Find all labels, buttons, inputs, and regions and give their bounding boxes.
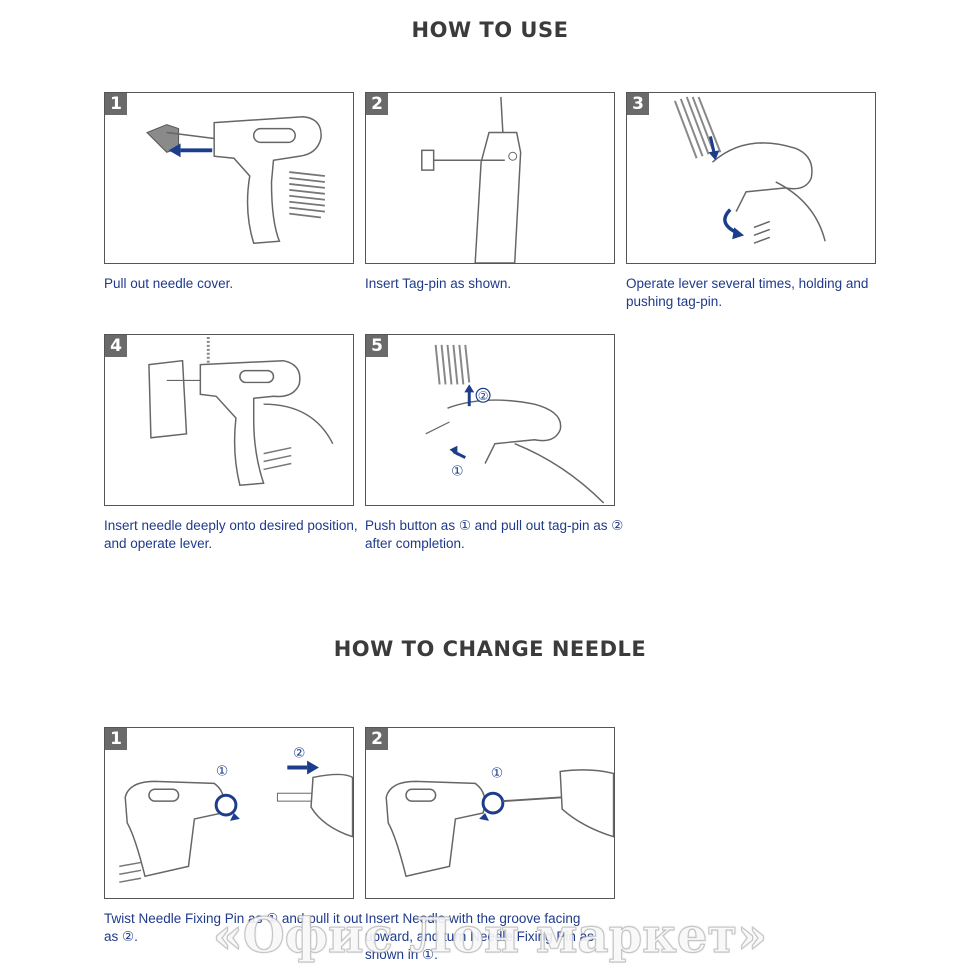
step-number-badge: 1 bbox=[105, 93, 127, 115]
change-step-1-caption: Twist Needle Fixing Pin as ① and pull it… bbox=[104, 911, 363, 944]
use-step-3-illustration: 3 bbox=[626, 92, 876, 264]
use-step-1-caption: Pull out needle cover. bbox=[104, 276, 234, 291]
use-step-2-caption: Insert Tag-pin as shown. bbox=[365, 276, 512, 291]
change-needle-title: HOW TO CHANGE NEEDLE bbox=[333, 637, 647, 661]
push-button-pull-pin-drawing: ② ① bbox=[425, 344, 605, 504]
insert-tag-pin-drawing bbox=[421, 96, 522, 263]
step-number-badge: 5 bbox=[366, 335, 388, 357]
change-step-2-illustration: 2 ① bbox=[365, 727, 615, 899]
twist-fixing-pin-drawing: ① ② bbox=[119, 746, 353, 883]
step-number-badge: 1 bbox=[105, 728, 127, 750]
use-step-5-caption: Push button as ① and pull out tag-pin as… bbox=[365, 518, 624, 551]
mark-two: ② bbox=[478, 389, 489, 403]
change-step-2-caption: Insert Needle with the groove facing upw… bbox=[365, 911, 594, 962]
use-step-4-caption: Insert needle deeply onto desired positi… bbox=[104, 518, 358, 551]
use-step-5-illustration: 5 ② ① bbox=[365, 334, 615, 506]
step-number-badge: 3 bbox=[627, 93, 649, 115]
use-step-1-illustration: 1 bbox=[104, 92, 354, 264]
insert-needle-garment-drawing bbox=[148, 336, 334, 487]
use-step-4-illustration: 4 bbox=[104, 334, 354, 506]
step-number-badge: 4 bbox=[105, 335, 127, 357]
change-step-1-illustration: 1 ① ② bbox=[104, 727, 354, 899]
mark-two: ② bbox=[293, 746, 305, 762]
use-step-2-illustration: 2 bbox=[365, 92, 615, 264]
operate-lever-drawing bbox=[673, 96, 826, 244]
insert-needle-turn-pin-drawing: ① bbox=[385, 765, 614, 878]
tag-gun-remove-cover-drawing bbox=[146, 115, 325, 245]
mark-one: ① bbox=[491, 765, 503, 781]
mark-one: ① bbox=[451, 463, 463, 479]
use-step-3-caption: Operate lever several times, holding and… bbox=[626, 276, 869, 309]
step-number-badge: 2 bbox=[366, 728, 388, 750]
how-to-use-title: HOW TO USE bbox=[411, 18, 569, 42]
step-number-badge: 2 bbox=[366, 93, 388, 115]
mark-one: ① bbox=[216, 763, 228, 779]
